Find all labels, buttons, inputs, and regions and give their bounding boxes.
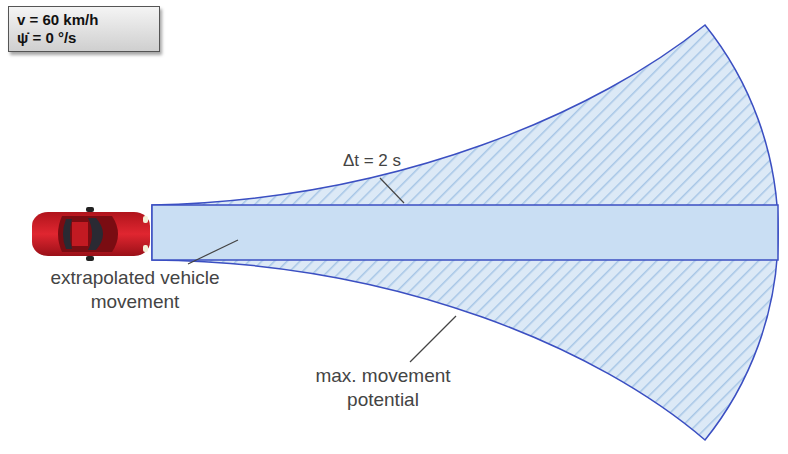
movement-potential-fan [152, 25, 778, 440]
leader-line [188, 240, 238, 264]
fan-label: max. movement potential [298, 364, 468, 412]
info-text: v = 60 km/h [17, 11, 151, 29]
extrapolated-band [152, 205, 778, 260]
info-text: ψ̇ = 0 °/s [17, 29, 151, 47]
info-box: v = 60 km/hψ̇ = 0 °/s [8, 6, 160, 52]
car-icon [32, 207, 150, 261]
time-label: Δt = 2 s [327, 150, 417, 171]
leader-line [380, 178, 404, 203]
leader-line [410, 316, 456, 362]
band-label: extrapolated vehicle movement [28, 266, 243, 314]
